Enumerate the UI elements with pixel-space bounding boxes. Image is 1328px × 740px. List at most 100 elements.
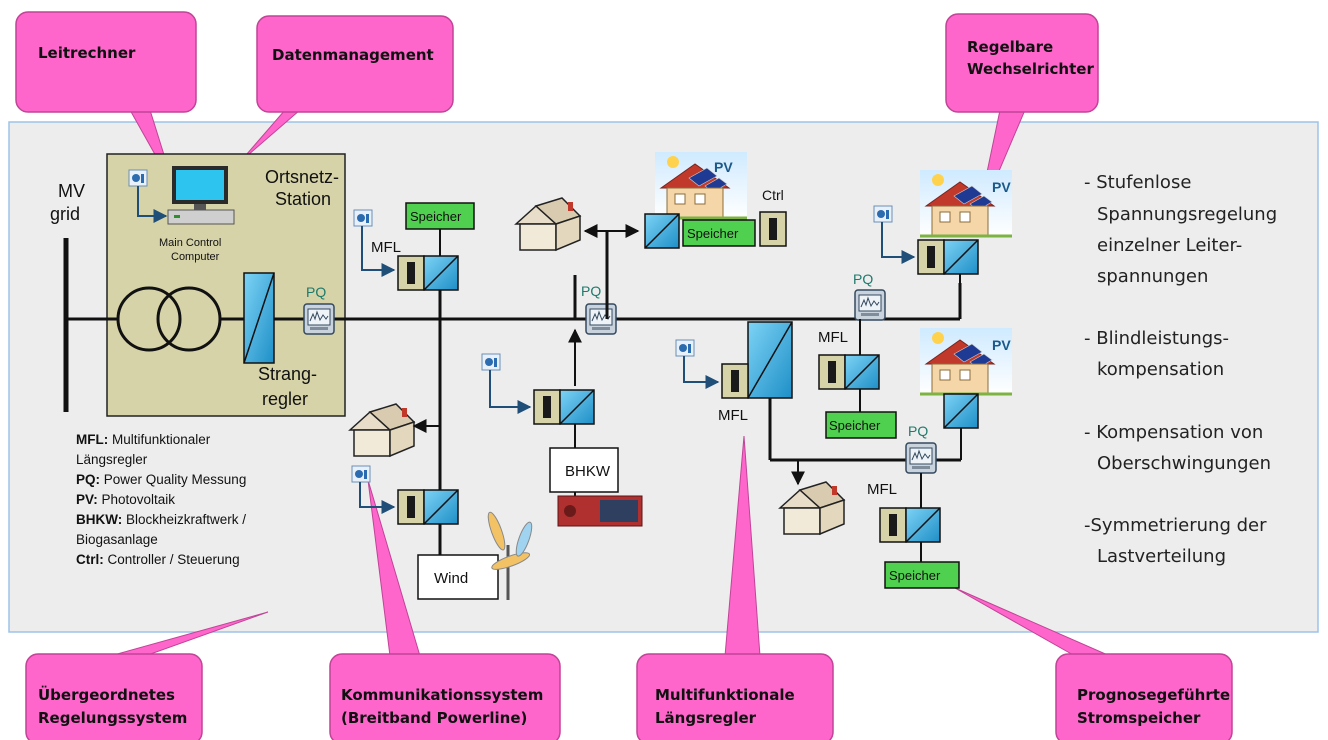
- feature-line-4: spannungen: [1097, 266, 1208, 287]
- mfl-controller-1: [397, 255, 425, 291]
- speicher-label-1: Speicher: [410, 209, 462, 224]
- main-control-computer-icon: [167, 166, 235, 225]
- bhkw-box: [549, 447, 619, 493]
- pv-house-icon-1: [653, 150, 749, 220]
- mfl-controller-2: [397, 489, 425, 525]
- callout-kommunikation: Kommunikationssystem (Breitband Powerlin…: [329, 479, 561, 740]
- strangregler-label-1: Strang-: [258, 364, 317, 384]
- speicher-label-3: Speicher: [829, 418, 881, 433]
- callout-stromspeicher-text-1: Prognosegeführte: [1077, 686, 1230, 704]
- speicher-label-2: Speicher: [687, 226, 739, 241]
- callout-kommunikation-text-1: Kommunikationssystem: [341, 686, 543, 704]
- wind-turbine-icon: [487, 511, 533, 600]
- computer-label-1: Main Control: [159, 237, 221, 249]
- pq-meter-icon-station: [303, 303, 335, 335]
- speicher-box-3: [825, 411, 897, 439]
- feature-list: - Stufenlose Spannungsregelung einzelner…: [1084, 172, 1277, 567]
- feature-line-2: Spannungsregelung: [1097, 204, 1277, 225]
- computer-label-2: Computer: [171, 251, 220, 263]
- feature-line-3: einzelner Leiter-: [1097, 235, 1242, 256]
- pv-converter-2: [943, 239, 979, 275]
- legend-line-5: BHKW: Blockheizkraftwerk /: [76, 512, 246, 527]
- pq-meter-icon-lower: [905, 442, 937, 474]
- speicher-label-4: Speicher: [889, 568, 941, 583]
- callout-mfl: Multifunktionale Längsregler: [636, 435, 834, 740]
- callout-datenmanagement-text: Datenmanagement: [272, 46, 434, 64]
- bhkw-engine-icon: [557, 495, 643, 527]
- mfl-converter-5: [905, 507, 941, 543]
- wind-box: [417, 554, 499, 600]
- legend-line-7: Ctrl: Controller / Steuerung: [76, 552, 240, 567]
- callout-datenmanagement: Datenmanagement: [239, 15, 454, 163]
- comm-node-icon-3: [481, 353, 501, 371]
- mfl-label-4: MFL: [818, 329, 848, 346]
- mfl-converter-2: [423, 489, 459, 525]
- mv-grid-label-1: MV: [58, 181, 85, 201]
- ctrl-label: Ctrl: [762, 187, 784, 203]
- bhkw-controller: [533, 389, 561, 425]
- feature-line-1: - Stufenlose: [1084, 172, 1191, 193]
- mfl-label-1: MFL: [371, 239, 401, 256]
- mfl-controller-5: [879, 507, 907, 543]
- pq-label-right: PQ: [853, 271, 873, 287]
- legend-line-3: PQ: Power Quality Messung: [76, 472, 246, 487]
- pv-label-3: PV: [992, 337, 1011, 353]
- pv-label-1: PV: [714, 159, 733, 175]
- callout-wechselrichter-text-1: Regelbare: [967, 38, 1053, 56]
- speicher-box-4: [884, 561, 960, 589]
- callout-mfl-text-1: Multifunktionale: [655, 686, 795, 704]
- speicher-box-2: [682, 219, 756, 247]
- comm-node-icon-5: [873, 205, 893, 223]
- wind-label: Wind: [434, 570, 468, 587]
- pq-label-lower: PQ: [908, 423, 928, 439]
- feature-line-9: -Symmetrierung der: [1084, 515, 1267, 536]
- strangregler-label-2: regler: [262, 389, 308, 409]
- mfl-converter-1: [423, 255, 459, 291]
- mfl-label-3: MFL: [718, 407, 748, 424]
- callout-wechselrichter: Regelbare Wechselrichter: [945, 13, 1099, 226]
- mv-grid-label-2: grid: [50, 204, 80, 224]
- strangregler-converter: [243, 272, 275, 364]
- feature-line-10: Lastverteilung: [1097, 546, 1226, 567]
- feature-line-5: - Blindleistungs-: [1084, 328, 1229, 349]
- main-busbar: [66, 283, 962, 321]
- callout-mfl-text-2: Längsregler: [655, 709, 757, 727]
- legend: MFL: Multifunktionaler Längsregler PQ: P…: [76, 432, 246, 567]
- callout-stromspeicher-text-2: Stromspeicher: [1077, 709, 1201, 727]
- callout-kommunikation-text-2: (Breitband Powerline): [341, 709, 527, 727]
- feature-line-8: Oberschwingungen: [1097, 453, 1271, 474]
- pv-label-2: PV: [992, 179, 1011, 195]
- legend-line-4: PV: Photovoltaik: [76, 492, 175, 507]
- speicher-box-1: [405, 202, 475, 230]
- station-comm-node-icon: [128, 169, 148, 187]
- pq-label-center: PQ: [581, 283, 601, 299]
- callout-regelungssystem-text-1: Übergeordnetes: [38, 685, 175, 704]
- callout-stromspeicher: Prognosegeführte Stromspeicher: [954, 587, 1233, 740]
- bhkw-converter: [559, 389, 595, 425]
- pv-converter-3: [943, 393, 979, 429]
- legend-line-1: MFL: Multifunktionaler: [76, 432, 211, 447]
- bhkw-label: BHKW: [565, 463, 611, 480]
- pq-meter-icon-center: [585, 303, 617, 335]
- pq-meter-icon-right: [854, 289, 886, 321]
- callout-regelungssystem: Übergeordnetes Regelungssystem: [25, 611, 269, 740]
- feature-line-6: kompensation: [1097, 359, 1224, 380]
- feature-line-7: - Kompensation von: [1084, 422, 1263, 443]
- legend-line-2: Längsregler: [76, 452, 148, 467]
- comm-node-icon-2: [351, 465, 371, 483]
- comm-node-icon-1: [353, 209, 373, 227]
- legend-line-6: Biogasanlage: [76, 532, 158, 547]
- station-title-1: Ortsnetz-: [265, 167, 339, 187]
- callout-regelungssystem-text-2: Regelungssystem: [38, 709, 187, 727]
- station-title-2: Station: [275, 189, 331, 209]
- callout-wechselrichter-text-2: Wechselrichter: [967, 60, 1094, 78]
- pq-label-station: PQ: [306, 284, 326, 300]
- mfl-label-5: MFL: [867, 481, 897, 498]
- pv-controller-2: [917, 239, 945, 275]
- callout-leitrechner-text: Leitrechner: [38, 44, 136, 62]
- comm-node-icon-4: [675, 339, 695, 357]
- ctrl-controller-icon: [759, 211, 787, 247]
- mfl-big-converter: [747, 321, 793, 399]
- pv-converter-1: [644, 213, 680, 249]
- mfl-converter-4: [844, 354, 880, 390]
